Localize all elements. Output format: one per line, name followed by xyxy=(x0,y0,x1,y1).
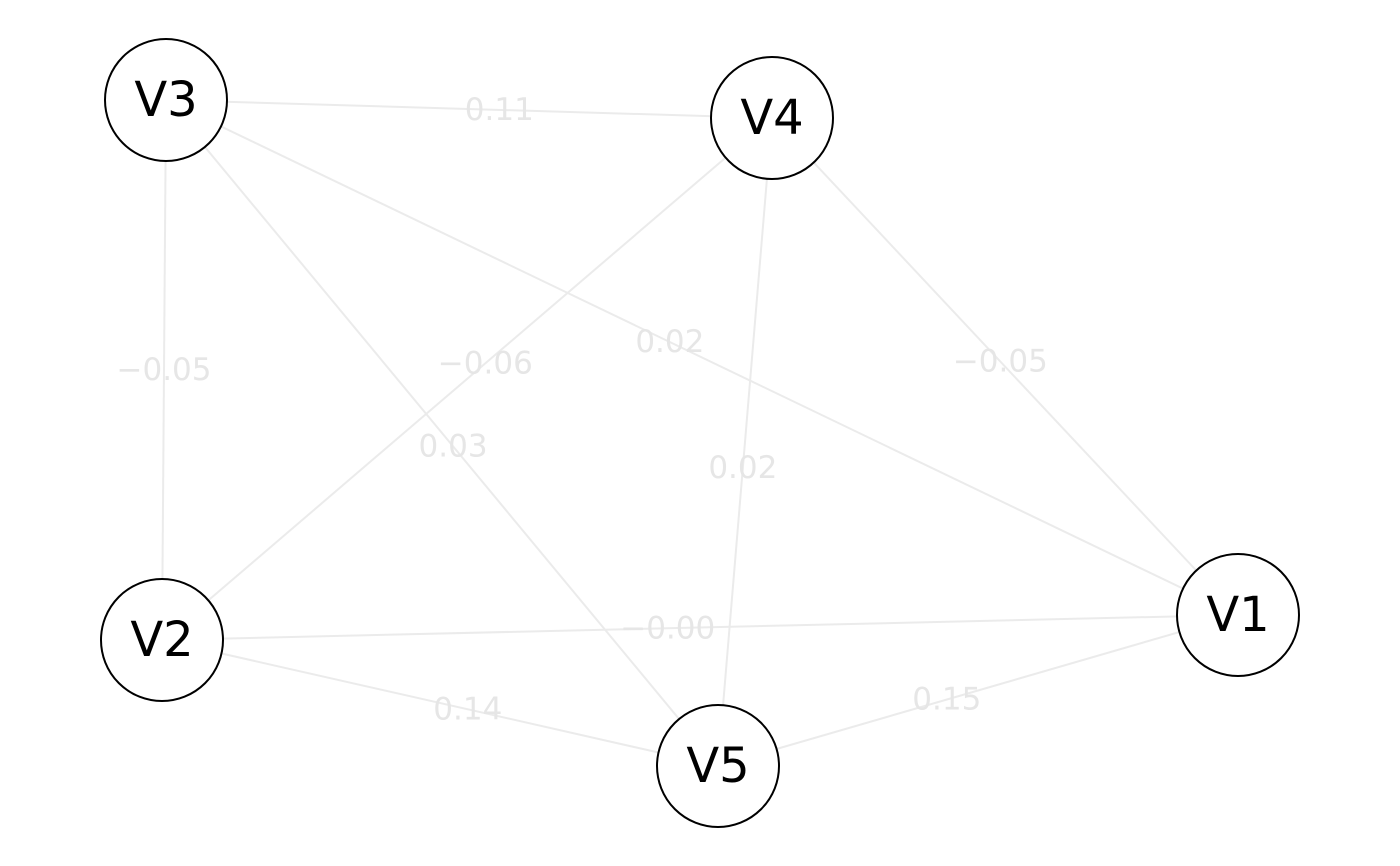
edge-v2-v5 xyxy=(161,639,719,767)
node-circle-v5 xyxy=(656,704,780,828)
node-label-v5: V5 xyxy=(686,738,749,794)
node-label-v1: V1 xyxy=(1206,587,1269,643)
edge-weight-label-v3-v1: 0.02 xyxy=(635,324,704,360)
edge-v3-v5 xyxy=(165,99,719,767)
edge-v2-v1 xyxy=(161,614,1239,641)
node-v4: V4 xyxy=(710,56,834,180)
edge-weight-label-v4-v2: −0.06 xyxy=(438,345,533,381)
edge-v3-v4 xyxy=(165,99,773,119)
edges-layer xyxy=(161,99,1239,767)
edge-weight-label-v2-v5: 0.14 xyxy=(433,691,502,727)
node-label-v2: V2 xyxy=(130,612,193,668)
edge-weight-label-v3-v4: 0.11 xyxy=(465,92,534,128)
edge-v4-v1 xyxy=(771,117,1239,616)
edge-v4-v2 xyxy=(161,117,773,641)
node-circle-v2 xyxy=(100,578,224,702)
node-v1: V1 xyxy=(1176,553,1300,677)
node-label-v3: V3 xyxy=(134,72,197,128)
edge-v4-v5 xyxy=(717,117,773,767)
edge-v3-v2 xyxy=(161,99,167,641)
edge-v3-v1 xyxy=(165,99,1239,616)
node-v2: V2 xyxy=(100,578,224,702)
node-circle-v1 xyxy=(1176,553,1300,677)
edge-weight-label-v3-v2: −0.05 xyxy=(117,352,212,388)
node-circle-v3 xyxy=(104,38,228,162)
edge-labels-layer: 0.11 −0.05 −0.06 0.02 −0.05 0.03 0.02 −0.00 0.14… xyxy=(117,92,1048,727)
edge-weight-label-v2-v1: −0.00 xyxy=(620,610,715,646)
node-circle-v4 xyxy=(710,56,834,180)
edge-weight-label-v5-v1: 0.15 xyxy=(912,682,981,718)
node-v5: V5 xyxy=(656,704,780,828)
edge-weight-label-v3-v5: 0.03 xyxy=(419,428,488,464)
edge-weight-label-v4-v1: −0.05 xyxy=(953,344,1048,380)
node-label-v4: V4 xyxy=(740,90,803,146)
edge-v5-v1 xyxy=(717,614,1239,767)
edge-weight-label-v4-v5: 0.02 xyxy=(708,450,777,486)
node-v3: V3 xyxy=(104,38,228,162)
